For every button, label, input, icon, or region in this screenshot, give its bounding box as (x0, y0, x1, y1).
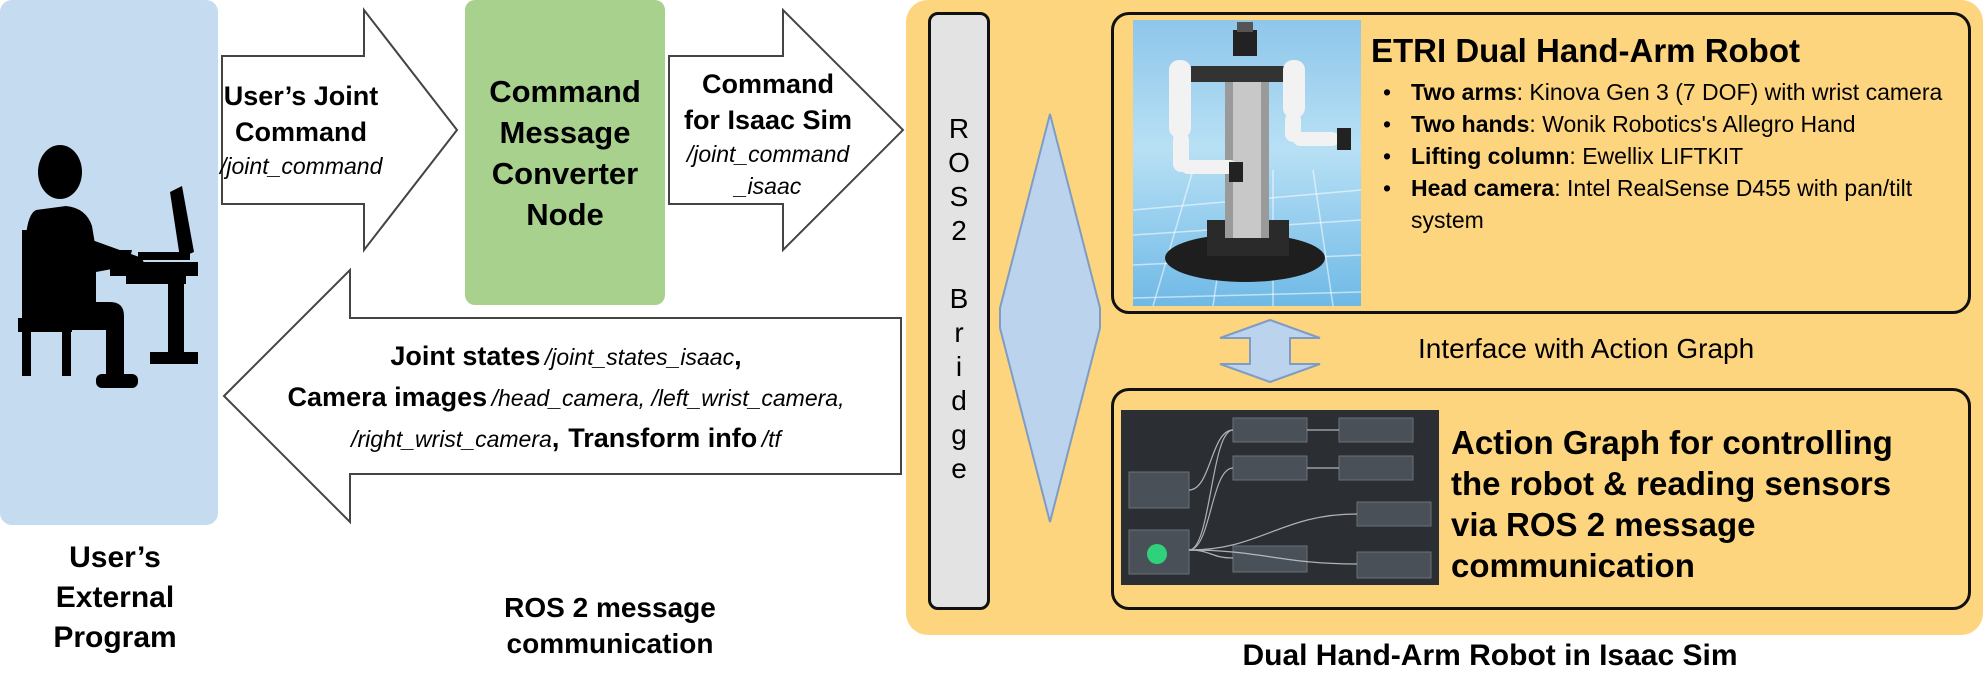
separator: , (551, 423, 560, 453)
spec-value: : Intel RealSense D455 with pan/tilt sys… (1411, 175, 1913, 233)
user-program-panel (0, 0, 218, 525)
converter-label-line: Node (526, 196, 604, 232)
bridge-letter: O (948, 147, 970, 178)
action-graph-title-line: the robot & reading sensors (1451, 465, 1892, 502)
action-graph-panel (1111, 388, 1971, 610)
camera-images-label: Camera images (287, 382, 488, 412)
arrow-bridge-to-user (222, 267, 902, 525)
user-label-line: User’s (69, 541, 161, 574)
arrow-converter-to-bridge (668, 7, 905, 253)
arrow-user-to-converter-text: User’s Joint Command /joint_command (220, 78, 382, 182)
joint-states-label: Joint states (390, 341, 541, 371)
user-label-line: External (55, 581, 175, 614)
bridge-letter: R (948, 113, 970, 144)
user-label-line: Program (53, 621, 177, 654)
action-graph-title: Action Graph for controlling the robot &… (1451, 422, 1961, 586)
bridge-letter: 2 (951, 215, 967, 246)
action-graph-node-diagram (1128, 417, 1432, 579)
robot-spec-list: • Two arms: Kinova Gen 3 (7 DOF) with wri… (1383, 76, 1963, 236)
action-graph-title-line: Action Graph for controlling (1451, 424, 1893, 461)
action-graph-screenshot (1121, 410, 1439, 585)
ros-message-line: ROS 2 message (504, 592, 716, 623)
robot-panel (1111, 12, 1971, 314)
action-graph-title-line: communication (1451, 547, 1695, 584)
arrow-title-line: User’s Joint (223, 81, 379, 111)
person-at-computer-icon (18, 145, 198, 388)
arrow-title-line: for Isaac Sim (683, 105, 853, 135)
interface-double-arrow (1219, 318, 1321, 384)
robot-spec-item: • Two arms: Kinova Gen 3 (7 DOF) with wri… (1383, 76, 1963, 108)
arrow-bridge-to-user-text: Joint states /joint_states_isaac, Camera… (228, 338, 904, 461)
bridge-letter: g (951, 419, 967, 450)
topic-label: /joint_command (220, 153, 383, 179)
converter-label-line: Message (499, 114, 631, 150)
bullet-dot: • (1383, 111, 1392, 137)
robot-spec-item: • Head camera: Intel RealSense D455 with … (1383, 172, 1963, 236)
bullet-dot: • (1383, 175, 1392, 201)
ros2-bridge-label: R O S 2 B r i d g e (928, 112, 990, 486)
ros-message-line: communication (506, 628, 714, 659)
action-graph-title-line: via ROS 2 message (1451, 506, 1756, 543)
bridge-double-arrow (999, 113, 1101, 523)
topic-label: /joint_command (686, 141, 850, 167)
arrow-converter-to-bridge-text: Command for Isaac Sim /joint_command _is… (668, 66, 868, 202)
topic-label: /tf (761, 426, 781, 452)
robot-title: ETRI Dual Hand-Arm Robot (1371, 32, 1800, 69)
arrow-title-line: Command (701, 69, 834, 99)
spec-value: : Ewellix LIFTKIT (1569, 143, 1744, 169)
interface-label: Interface with Action Graph (1418, 333, 1755, 364)
bullet-dot: • (1383, 143, 1392, 169)
spec-key: Two arms (1411, 79, 1517, 105)
converter-label-line: Command (489, 73, 641, 109)
topic-label: _isaac (734, 173, 802, 199)
robot-spec-item: • Two hands: Wonik Robotics's Allegro Han… (1383, 108, 1963, 140)
bridge-letter: B (949, 283, 969, 314)
bridge-letter: i (955, 351, 963, 382)
isaac-sim-label: Dual Hand-Arm Robot in Isaac Sim (1242, 639, 1738, 672)
bullet-dot: • (1383, 79, 1392, 105)
spec-key: Two hands (1411, 111, 1530, 137)
bridge-letter: S (949, 181, 969, 212)
spec-key: Head camera (1411, 175, 1555, 201)
ros-message-label: ROS 2 message communication (430, 590, 790, 662)
spec-value: : Kinova Gen 3 (7 DOF) with wrist camera (1516, 79, 1943, 105)
robot-illustration (1132, 22, 1362, 307)
converter-label-line: Converter (491, 155, 639, 191)
spec-value: : Wonik Robotics's Allegro Hand (1529, 111, 1856, 137)
robot-spec-item: • Lifting column: Ewellix LIFTKIT (1383, 140, 1963, 172)
topic-label: /right_wrist_camera (351, 426, 552, 452)
topic-label: /head_camera, /left_wrist_camera, (491, 385, 845, 411)
bridge-letter: d (951, 385, 967, 416)
bridge-letter-gap (928, 248, 990, 282)
robot-render-image (1132, 20, 1362, 307)
converter-node: Command Message Converter Node (465, 0, 665, 305)
user-program-label: User’s External Program (0, 538, 230, 658)
bridge-letter: r (954, 317, 964, 348)
arrow-user-to-converter (221, 7, 459, 253)
arrow-title-line: Command (234, 117, 367, 147)
spec-key: Lifting column (1411, 143, 1570, 169)
bridge-letter: e (951, 453, 967, 484)
transform-info-label: Transform info (568, 423, 758, 453)
ros2-bridge (928, 12, 990, 610)
separator: , (734, 341, 742, 371)
topic-label: /joint_states_isaac (544, 344, 735, 370)
